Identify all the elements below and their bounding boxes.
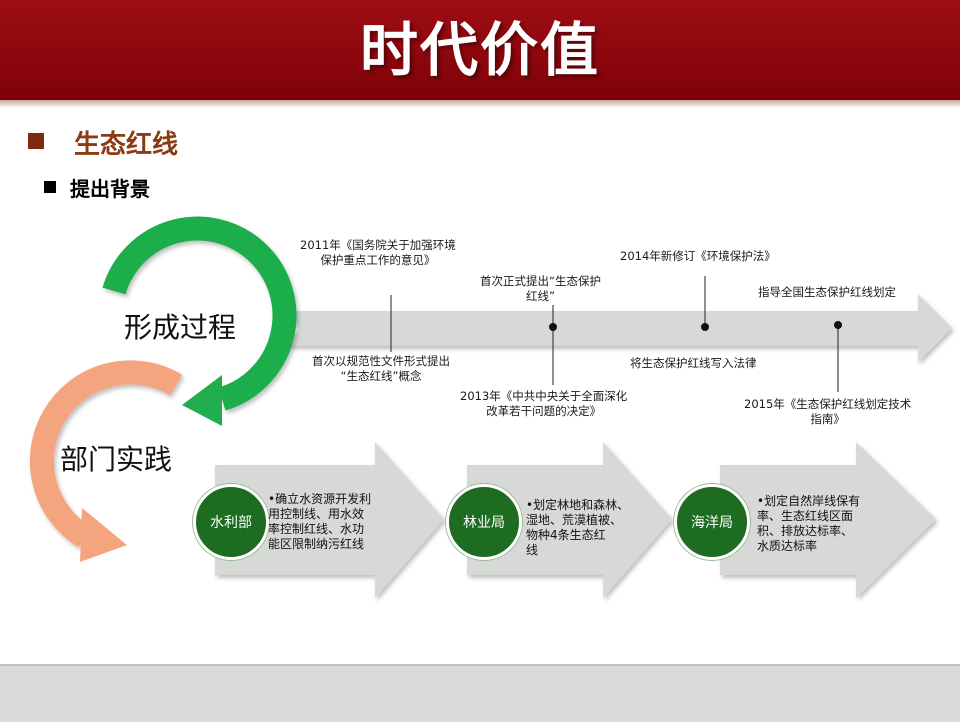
label-first-proposed: 首次正式提出“生态保护 红线”	[480, 274, 601, 303]
orange-arrowhead	[80, 508, 127, 562]
dept-forestry-desc: •划定林地和森林、 湿地、荒漠植被、 物种4条生态红 线	[526, 498, 630, 557]
timeline-dot-first	[549, 323, 557, 331]
dept-arrow-1	[215, 442, 444, 598]
subsection-bullet-icon	[44, 181, 56, 193]
dept-arrow-2	[467, 442, 672, 598]
label-first-concept: 首次以规范性文件形式提出 “生态红线”概念	[312, 354, 450, 383]
subsection-title: 提出背景	[70, 177, 150, 201]
dept-ocean-circle: 海洋局	[674, 484, 750, 560]
dept-water-desc: •确立水资源开发利 用控制线、用水效 率控制红线、水功 能区限制纳污红线	[268, 492, 372, 551]
label-2014: 2014年新修订《环境保护法》	[620, 249, 776, 263]
header-divider	[0, 100, 960, 108]
label-2015: 2015年《生态保护红线划定技术 指南》	[744, 397, 912, 426]
label-2011: 2011年《国务院关于加强环境 保护重点工作的意见》	[300, 238, 456, 267]
timeline-dot-2015	[834, 321, 842, 329]
dept-forestry-circle: 林业局	[446, 484, 522, 560]
dept-water-circle: 水利部	[193, 484, 269, 560]
green-cycle-arc	[102, 216, 297, 411]
dept-ocean-desc: •划定自然岸线保有 率、生态红线区面 积、排放达标率、 水质达标率	[757, 494, 861, 553]
page-title: 时代价值	[359, 16, 600, 84]
label-guide: 指导全国生态保护红线划定	[758, 285, 896, 299]
label-2013: 2013年《中共中央关于全面深化 改革若干问题的决定》	[460, 389, 628, 418]
header-bar	[0, 0, 960, 100]
timeline-dot-2014	[701, 323, 709, 331]
dept-arrow-3	[720, 442, 936, 598]
formation-label: 形成过程	[124, 311, 237, 344]
section-bullet-icon	[28, 133, 44, 149]
orange-cycle-arc	[29, 360, 183, 548]
green-arrowhead	[182, 375, 222, 426]
timeline-arrow	[286, 294, 952, 362]
practice-label: 部门实践	[60, 443, 173, 476]
footer-bar	[0, 664, 960, 722]
label-law: 将生态保护红线写入法律	[630, 356, 757, 370]
section-title: 生态红线	[74, 130, 179, 160]
